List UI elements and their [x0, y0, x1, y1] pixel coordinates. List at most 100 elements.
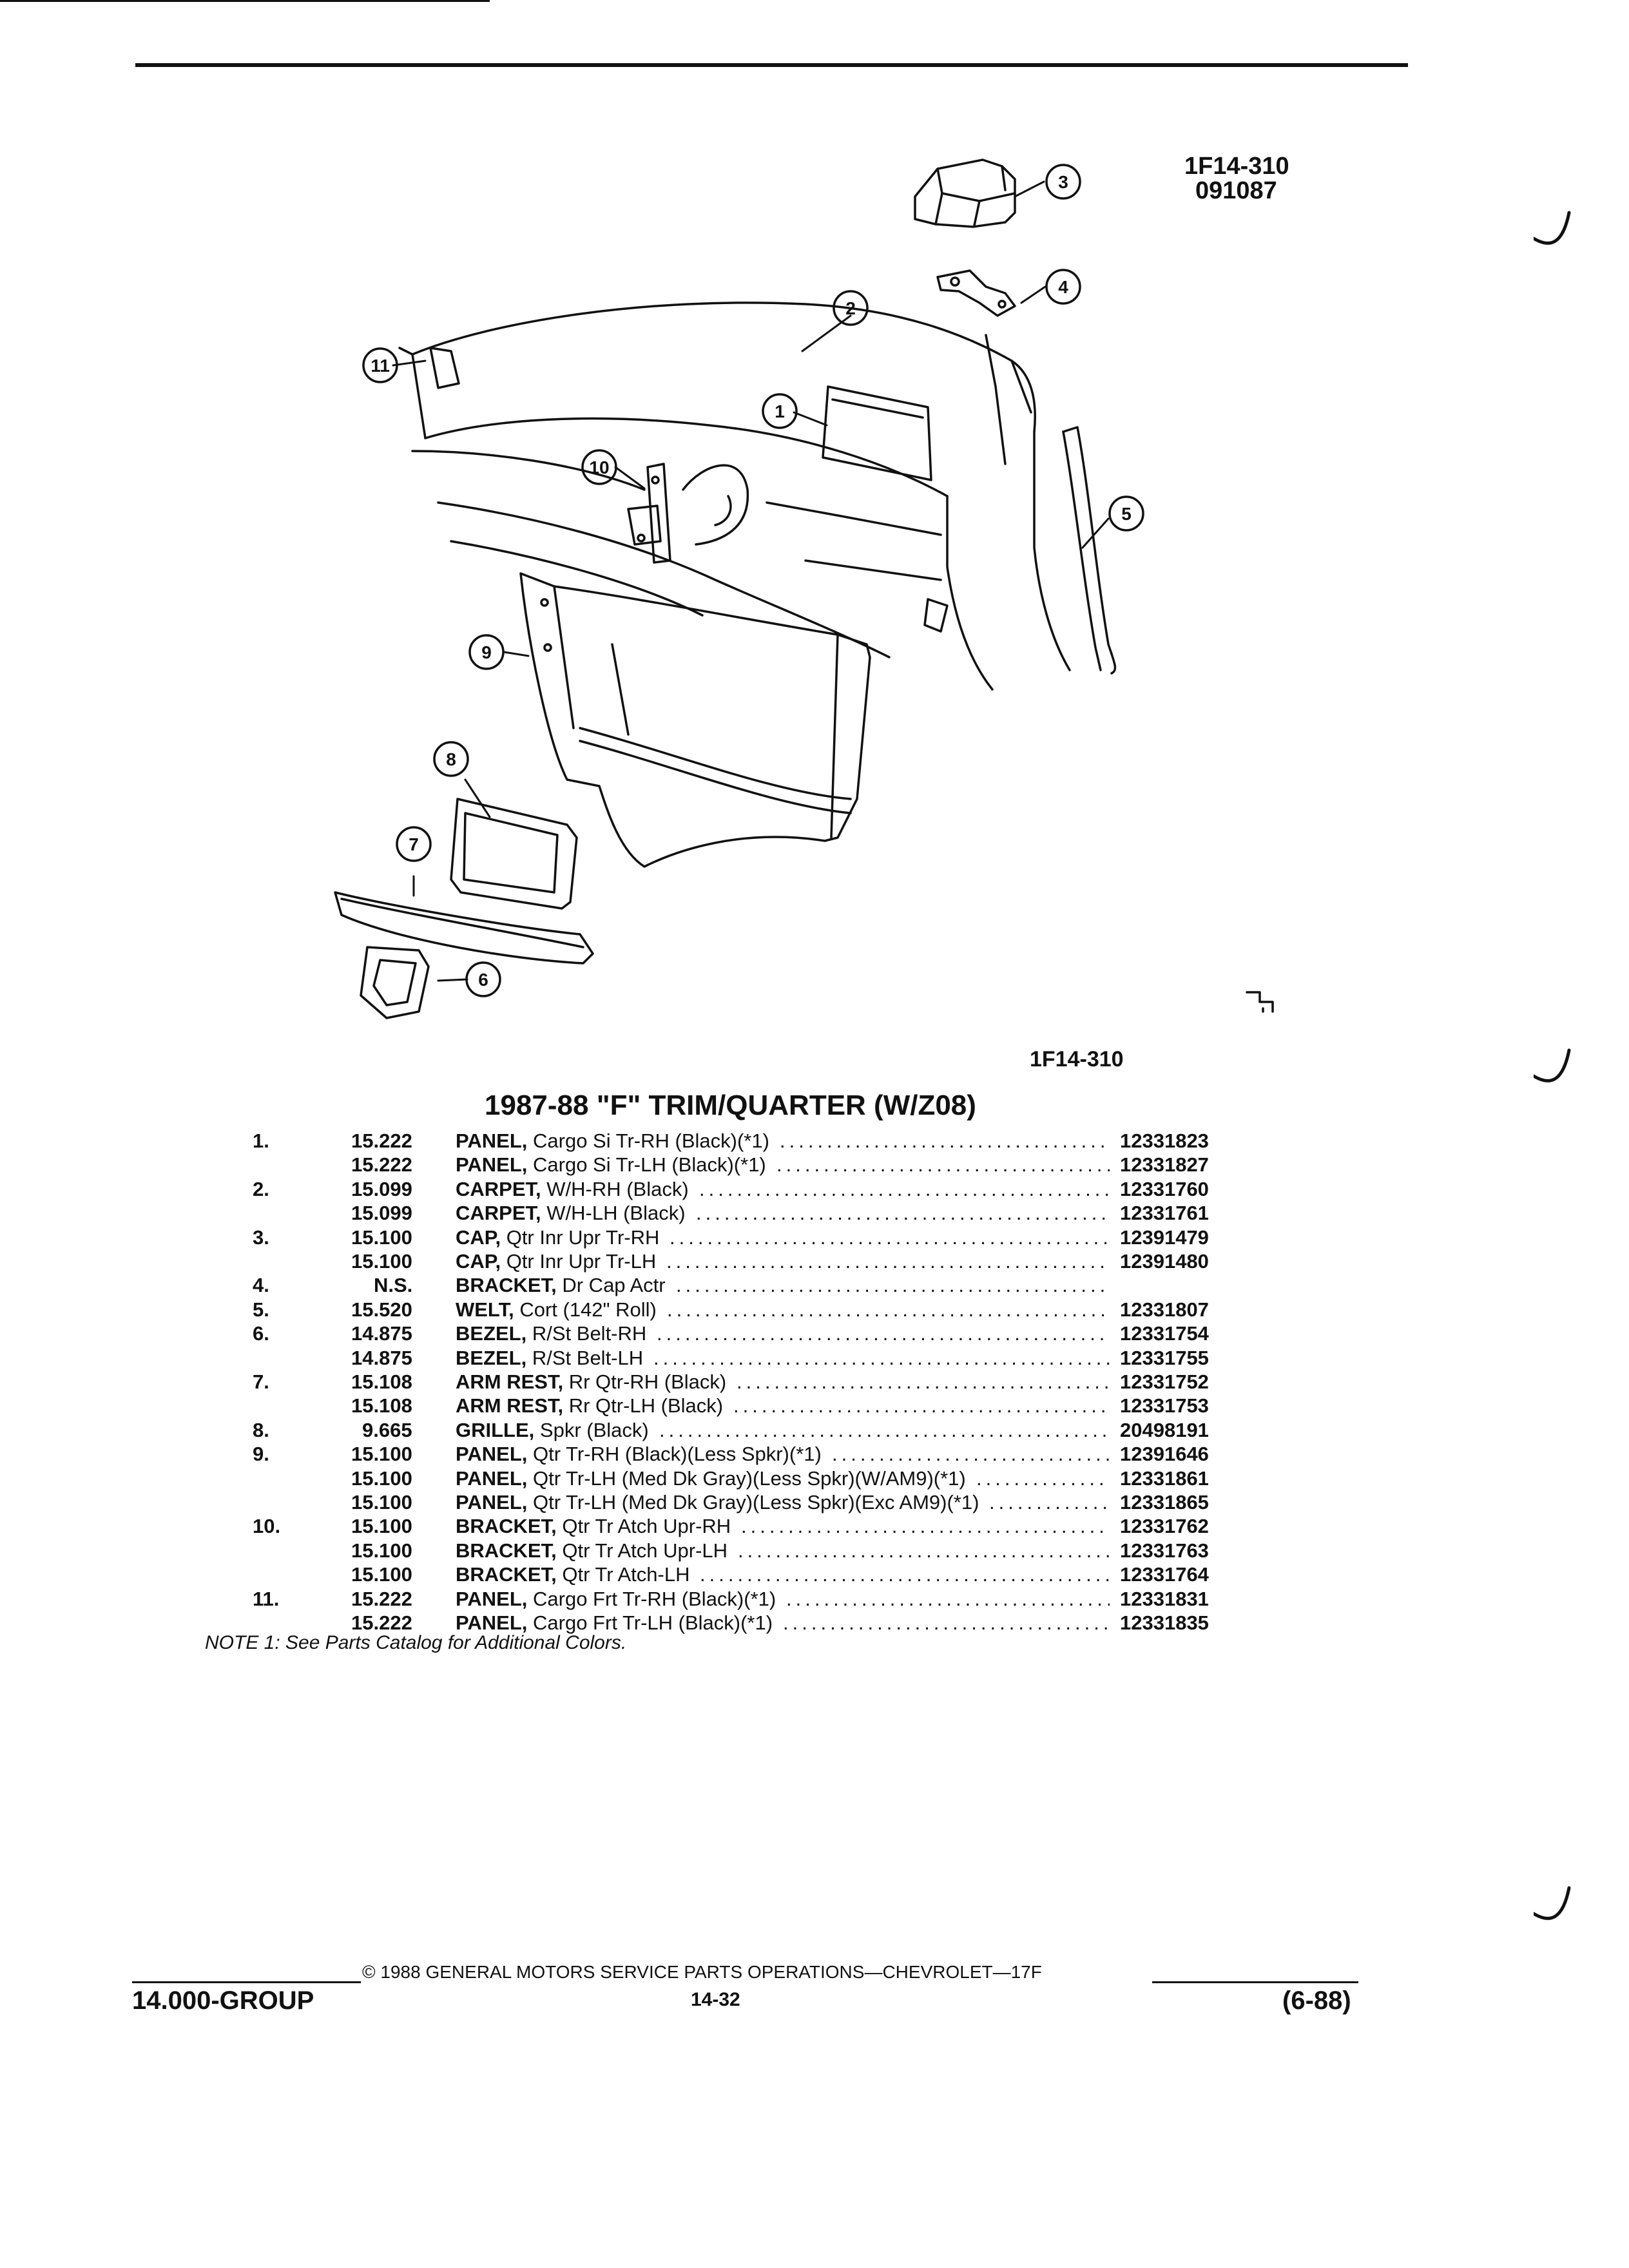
part-row-description: PANEL, Cargo Frt Tr-LH (Black)(*1) [456, 1611, 773, 1635]
header-rule [135, 63, 1408, 67]
part-row-detail: Qtr Tr Atch Upr-LH [562, 1539, 728, 1562]
part-row-detail: Qtr Inr Upr Tr-LH [506, 1250, 657, 1273]
part-row-description: GRILLE, Spkr (Black) [456, 1418, 649, 1442]
part-row-group-number: 15.099 [351, 1178, 412, 1200]
part-row-detail: Qtr Tr-LH (Med Dk Gray)(Less Spkr)(Exc A… [533, 1491, 979, 1514]
part-row-group-number: 15.100 [351, 1563, 412, 1586]
part-row-dot-leader: ........................................… [657, 1322, 1110, 1345]
part-row-dot-leader: ........................................… [700, 1563, 1110, 1586]
callout-10: 10 [589, 457, 609, 477]
page-title: 1987-88 "F" TRIM/QUARTER (W/Z08) [485, 1090, 976, 1121]
part-row-group-number: 9.665 [362, 1419, 412, 1441]
part-row-name: PANEL, [456, 1611, 528, 1634]
part-row-dot-leader: ........................................… [738, 1539, 1110, 1562]
callout-4: 4 [1058, 277, 1068, 297]
part-row-part-number: 12331763 [1120, 1539, 1209, 1562]
part-row-dot-leader: ........................................… [653, 1347, 1110, 1369]
footer-copyright: © 1988 GENERAL MOTORS SERVICE PARTS OPER… [362, 1962, 1042, 1982]
callout-3: 3 [1058, 172, 1068, 192]
part-row-detail: Cargo Si Tr-RH (Black)(*1) [533, 1129, 769, 1152]
footer-group: 14.000-GROUP [132, 1986, 314, 2015]
part-row-dot-leader: ..................................... [783, 1611, 1110, 1634]
part-row-description: ARM REST, Rr Qtr-RH (Black) [456, 1370, 726, 1394]
part-row-part-number: 12391646 [1120, 1443, 1209, 1465]
part-row-detail: Qtr Tr-RH (Black)(Less Spkr)(*1) [533, 1443, 822, 1465]
part-row-dot-leader: ..................................... [780, 1129, 1110, 1152]
part-row-description: BRACKET, Qtr Tr Atch Upr-LH [456, 1539, 728, 1562]
part-row-part-number: 12331865 [1120, 1491, 1209, 1514]
front-cargo-panel-part [429, 347, 460, 389]
part-row-name: BRACKET, [456, 1274, 557, 1296]
part-row-description: PANEL, Qtr Tr-RH (Black)(Less Spkr)(*1) [456, 1442, 822, 1466]
part-row-detail: W/H-LH (Black) [546, 1202, 686, 1224]
part-row-dot-leader: ........................................… [670, 1226, 1110, 1249]
part-row-part-number: 12391479 [1120, 1226, 1209, 1249]
part-row-part-number: 12331762 [1120, 1515, 1209, 1537]
part-row-group-number: 15.520 [351, 1298, 412, 1321]
part-row-group-number: 15.100 [351, 1250, 412, 1273]
footer-page-number: 14-32 [691, 1989, 740, 2010]
part-row-part-number: 12331752 [1120, 1370, 1209, 1393]
part-row-group-number: 15.099 [351, 1202, 412, 1224]
bracket-part [936, 269, 1016, 317]
part-row-description: CAP, Qtr Inr Upr Tr-RH [456, 1225, 659, 1249]
part-row-name: PANEL, [456, 1588, 528, 1610]
quarter-bracket-part [627, 463, 671, 564]
part-row-detail: Qtr Inr Upr Tr-RH [506, 1226, 660, 1249]
footer-edition: (6-88) [1282, 1986, 1351, 2015]
part-row-item-number: 1. [253, 1129, 269, 1152]
part-row-detail: Rr Qtr-LH (Black) [568, 1394, 724, 1417]
quarter-trim-panel-part [519, 572, 871, 868]
binder-margin-marks [1534, 211, 1571, 1920]
part-row-dot-leader: .............. [989, 1491, 1110, 1514]
figure-code-bottom: 1F14-310 [1030, 1047, 1124, 1072]
part-row-group-number: 15.100 [351, 1467, 412, 1490]
part-row-group-number: N.S. [374, 1274, 413, 1296]
part-row-group-number: 15.100 [351, 1226, 412, 1249]
part-row-part-number: 12331835 [1120, 1611, 1209, 1634]
part-row-name: BRACKET, [456, 1539, 557, 1562]
part-row-description: BEZEL, R/St Belt-LH [456, 1346, 643, 1370]
part-row-group-number: 14.875 [351, 1347, 412, 1369]
part-row-group-number: 15.100 [351, 1491, 412, 1514]
part-row-detail: Qtr Tr-LH (Med Dk Gray)(Less Spkr)(W/AM9… [533, 1467, 966, 1490]
part-row-name: PANEL, [456, 1129, 528, 1152]
part-row-dot-leader: ........................................… [659, 1419, 1110, 1441]
part-row-group-number: 14.875 [351, 1322, 412, 1345]
part-row-name: PANEL, [456, 1443, 528, 1465]
part-row-part-number: 12331753 [1120, 1394, 1209, 1417]
cargo-panel-part [822, 385, 932, 481]
part-row-name: BRACKET, [456, 1515, 557, 1537]
part-row-detail: Spkr (Black) [539, 1419, 649, 1441]
part-row-detail: R/St Belt-LH [532, 1347, 644, 1369]
part-row-description: CARPET, W/H-RH (Black) [456, 1177, 689, 1201]
part-row-description: BRACKET, Qtr Tr Atch-LH [456, 1562, 689, 1586]
part-row-name: BEZEL, [456, 1322, 527, 1345]
part-row-name: BEZEL, [456, 1347, 527, 1369]
part-row-detail: W/H-RH (Black) [546, 1178, 689, 1200]
part-row-part-number: 12331764 [1120, 1563, 1209, 1586]
part-row-dot-leader: ............................... [832, 1443, 1110, 1465]
part-row-name: PANEL, [456, 1491, 528, 1514]
part-row-name: ARM REST, [456, 1394, 564, 1417]
part-row-dot-leader: ........................................… [676, 1274, 1110, 1296]
part-row-part-number: 12391480 [1120, 1250, 1209, 1273]
part-row-item-number: 7. [253, 1370, 269, 1393]
part-row-detail: Qtr Tr Atch-LH [562, 1563, 690, 1586]
part-row-item-number: 10. [253, 1515, 281, 1537]
callout-2: 2 [845, 298, 856, 318]
part-row-description: PANEL, Cargo Frt Tr-RH (Black)(*1) [456, 1587, 776, 1611]
callout-1: 1 [775, 401, 785, 421]
part-row-description: BRACKET, Qtr Tr Atch Upr-RH [456, 1514, 731, 1538]
part-row-name: CARPET, [456, 1178, 541, 1200]
part-row-item-number: 8. [253, 1419, 269, 1441]
part-row-dot-leader: ........................................… [733, 1394, 1110, 1417]
part-row-group-number: 15.222 [351, 1611, 412, 1634]
belt-bezel-part [360, 946, 430, 1019]
part-row-dot-leader: ........................................… [737, 1370, 1110, 1393]
part-row-part-number: 12331861 [1120, 1467, 1209, 1490]
part-row-detail: Dr Cap Actr [562, 1274, 666, 1296]
part-row-part-number: 12331807 [1120, 1298, 1209, 1321]
footer-rule-right [1152, 1981, 1358, 1983]
part-row-description: WELT, Cort (142" Roll) [456, 1298, 657, 1321]
